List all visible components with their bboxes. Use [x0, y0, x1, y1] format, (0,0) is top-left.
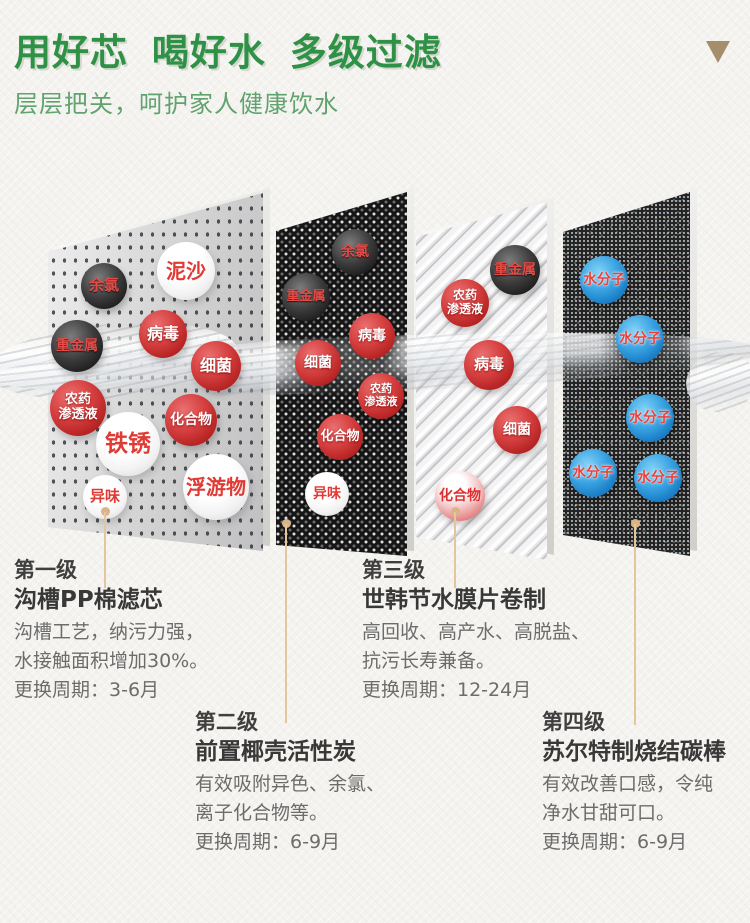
stage-name: 前置椰壳活性炭: [195, 739, 356, 765]
scroll-down-triangle-icon: [706, 41, 730, 63]
leader-line-stage4: [634, 524, 636, 725]
leader-line-stage2: [285, 524, 287, 723]
contaminant-bubble: 病毒: [464, 340, 514, 390]
stage-desc: 有效吸附异色、余氯、 离子化合物等。: [195, 773, 386, 824]
contaminant-bubble: 重金属: [51, 320, 103, 372]
leader-dot-stage1: [101, 507, 110, 516]
stage-name: 苏尔特制烧结碳棒: [542, 739, 726, 765]
leader-dot-stage2: [282, 519, 291, 528]
contaminant-bubble: 农药 渗透液: [50, 380, 106, 436]
stage-level: 第四级: [542, 710, 605, 734]
stage-cycle: 更换周期：6-9月: [542, 831, 688, 853]
leader-line-stage3: [454, 512, 456, 588]
water-molecule-bubble: 水分子: [626, 394, 674, 442]
contaminant-bubble: 异味: [305, 472, 349, 516]
stage-cycle: 更换周期：12-24月: [362, 679, 532, 701]
stage-desc: 有效改善口感，令纯 净水甘甜可口。: [542, 773, 714, 824]
contaminant-bubble: 农药 渗透液: [358, 373, 404, 419]
contaminant-bubble: 细菌: [191, 341, 241, 391]
contaminant-bubble: 重金属: [490, 245, 540, 295]
contaminant-bubble: 化合物: [317, 414, 363, 460]
contaminant-bubble: 细菌: [493, 406, 541, 454]
contaminant-bubble: 余氯: [81, 263, 127, 309]
water-molecule-bubble: 水分子: [634, 454, 682, 502]
page-title: 用好芯 喝好水 多级过滤: [14, 31, 442, 74]
stage-desc: 高回收、高产水、高脱盐、 抗污长寿兼备。: [362, 621, 591, 672]
contaminant-bubble: 农药 渗透液: [441, 279, 489, 327]
contaminant-bubble: 泥沙: [157, 242, 215, 300]
contaminant-bubble: 余氯: [332, 229, 378, 275]
stage-level: 第一级: [14, 558, 77, 582]
stage-block-2: 第二级 前置椰壳活性炭 有效吸附异色、余氯、 离子化合物等。 更换周期：6-9月: [195, 708, 385, 857]
contaminant-bubble: 化合物: [435, 471, 485, 521]
page-subtitle: 层层把关，呵护家人健康饮水: [14, 90, 339, 118]
stage-block-3: 第三级 世韩节水膜片卷制 高回收、高产水、高脱盐、 抗污长寿兼备。 更换周期：1…: [362, 556, 590, 705]
stage-level: 第二级: [195, 710, 258, 734]
leader-dot-stage4: [631, 519, 640, 528]
stage-cycle: 更换周期：3-6月: [14, 679, 160, 701]
stage-cycle: 更换周期：6-9月: [195, 831, 341, 853]
stage-name: 世韩节水膜片卷制: [362, 587, 546, 613]
stage-block-4: 第四级 苏尔特制烧结碳棒 有效改善口感，令纯 净水甘甜可口。 更换周期：6-9月: [542, 708, 726, 857]
contaminant-bubble: 浮游物: [183, 454, 249, 520]
water-molecule-bubble: 水分子: [580, 256, 628, 304]
leader-line-stage1: [104, 512, 106, 588]
leader-dot-stage3: [451, 507, 460, 516]
contaminant-bubble: 病毒: [139, 310, 187, 358]
stage-name: 沟槽PP棉滤芯: [14, 587, 163, 613]
contaminant-bubble: 病毒: [349, 313, 395, 359]
contaminant-bubble: 细菌: [295, 340, 341, 386]
water-molecule-bubble: 水分子: [569, 449, 617, 497]
stage-desc: 沟槽工艺，纳污力强， 水接触面积增加30%。: [14, 621, 209, 672]
contaminant-bubble: 铁锈: [96, 412, 160, 476]
stage-block-1: 第一级 沟槽PP棉滤芯 沟槽工艺，纳污力强， 水接触面积增加30%。 更换周期：…: [14, 556, 208, 705]
water-molecule-bubble: 水分子: [616, 315, 664, 363]
stage-level: 第三级: [362, 558, 425, 582]
contaminant-bubble: 化合物: [165, 394, 217, 446]
contaminant-bubble: 重金属: [282, 273, 330, 321]
